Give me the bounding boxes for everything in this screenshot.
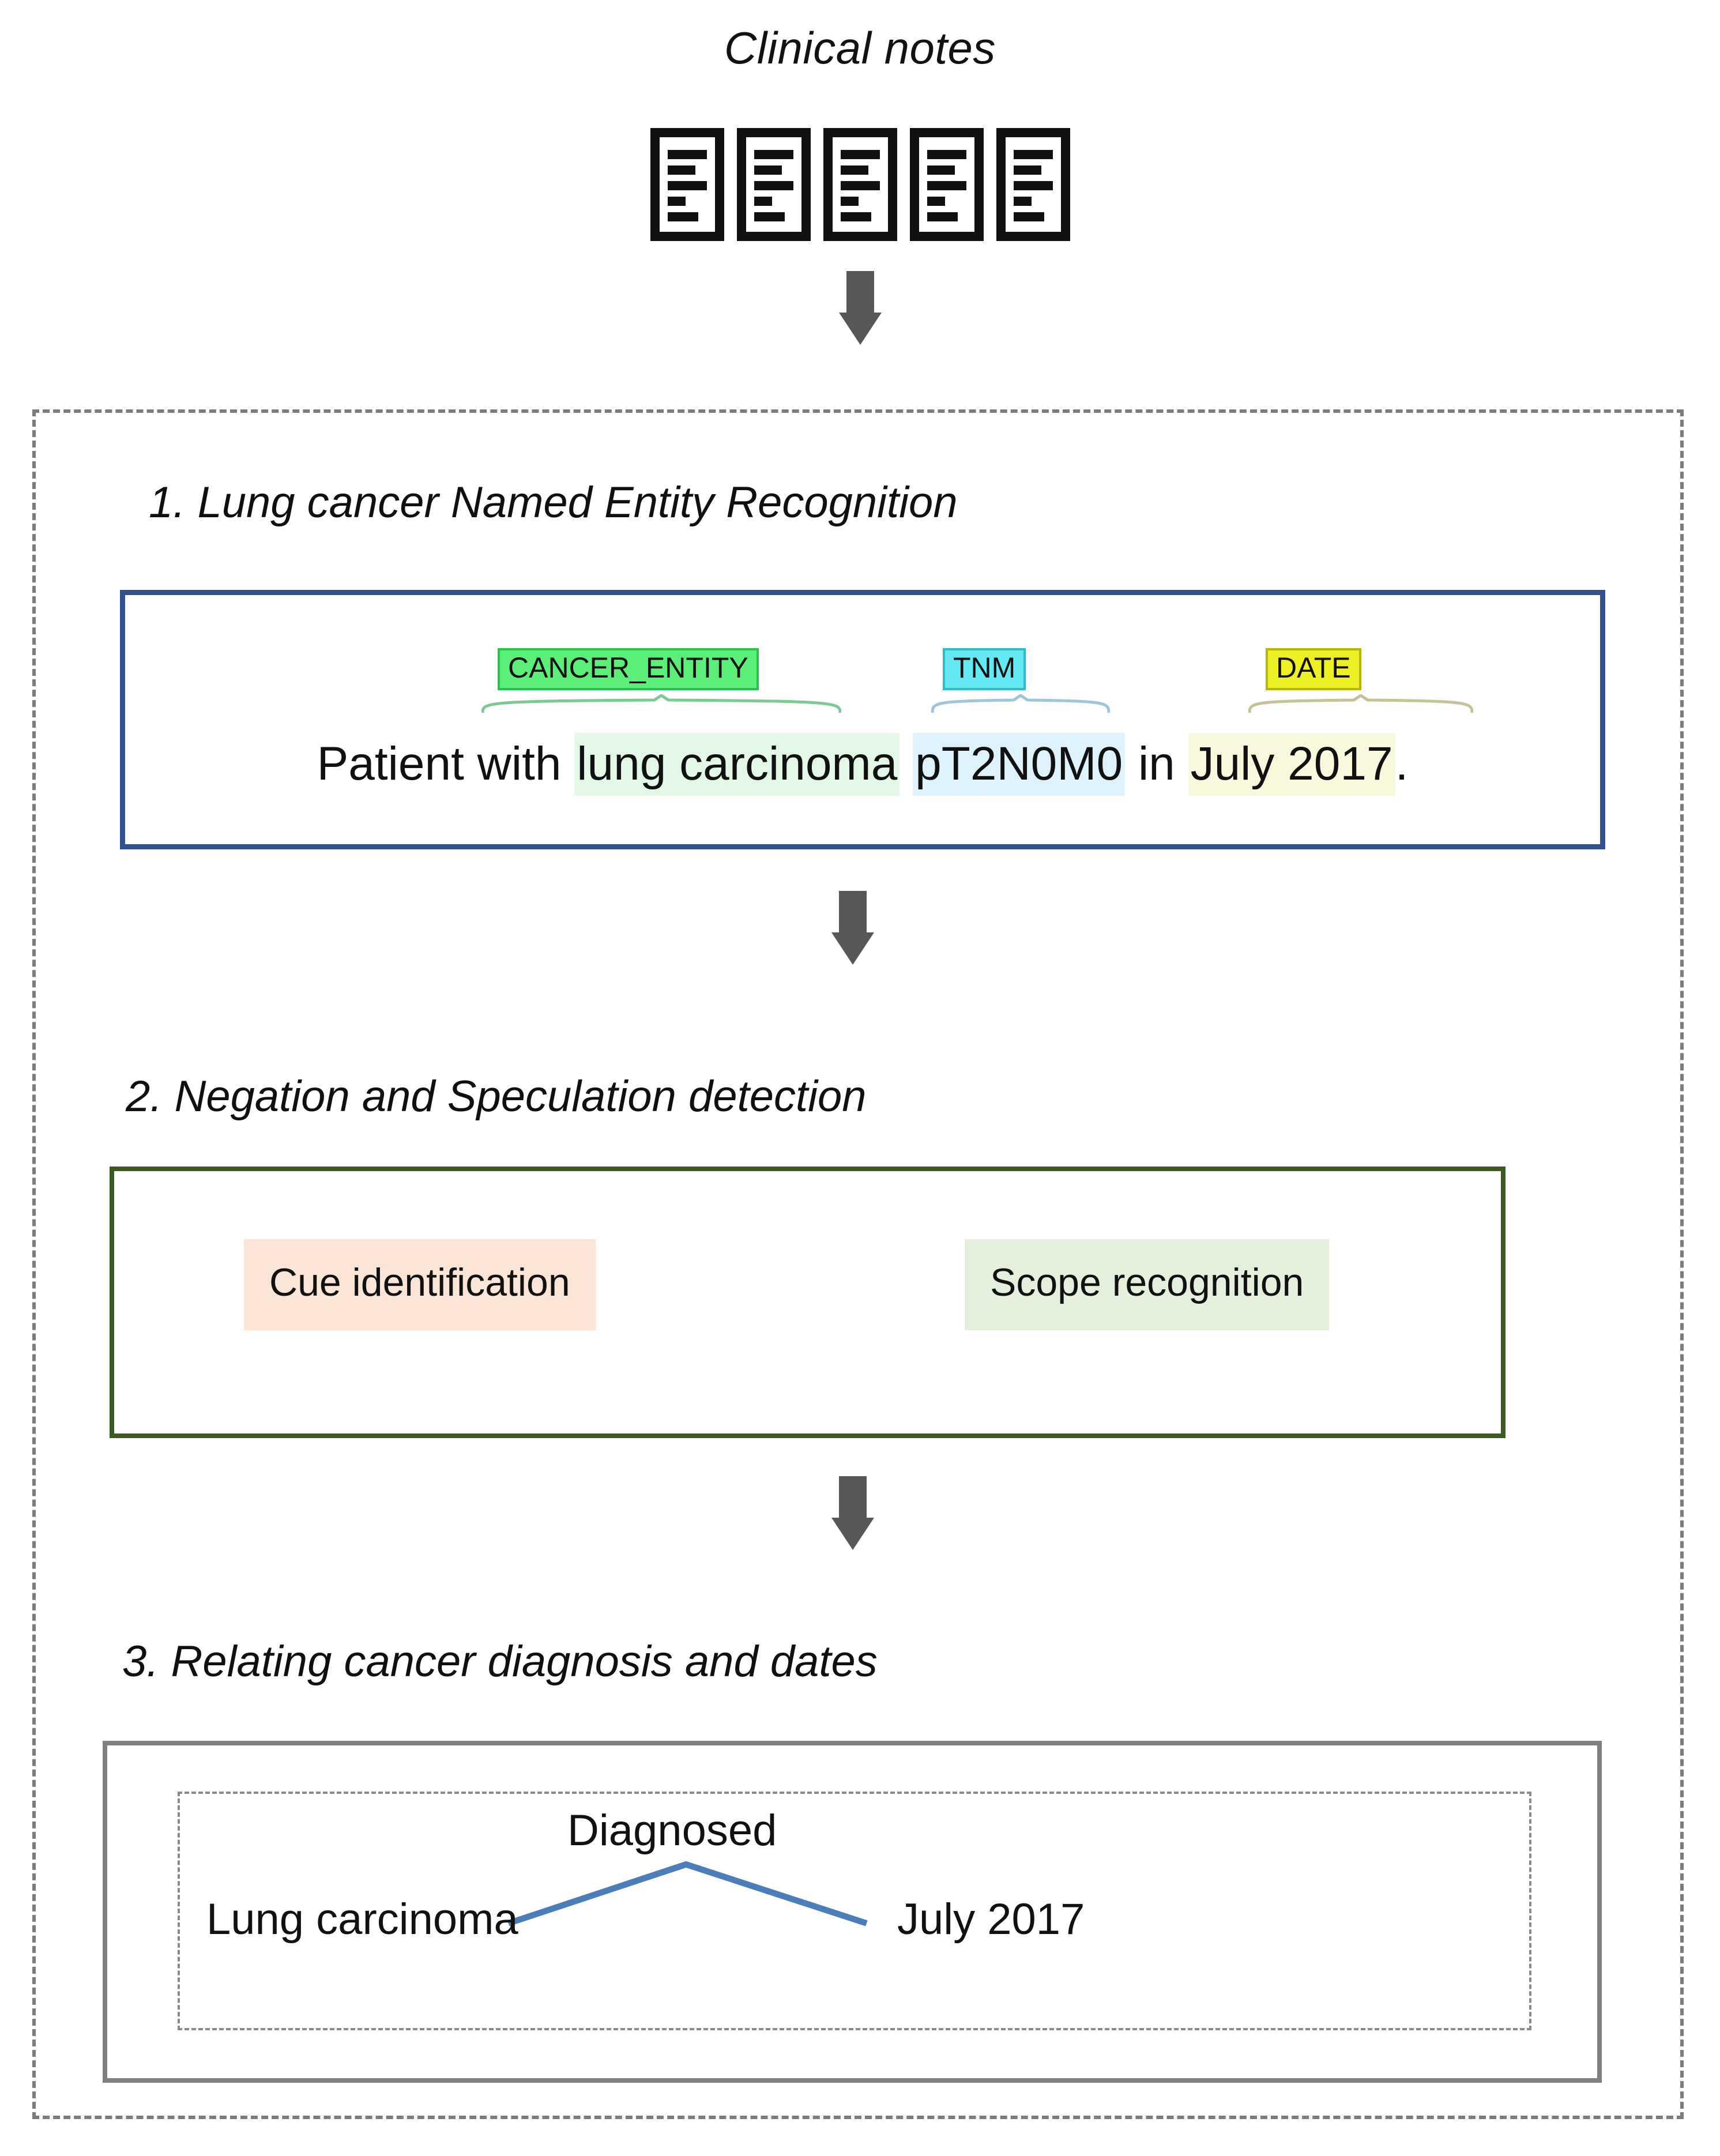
relation-inner-dashed-frame	[178, 1792, 1531, 2030]
brace-tnm	[931, 694, 1110, 714]
document-icon	[909, 128, 984, 241]
relation-node-left: Lung carcinoma	[206, 1895, 518, 1944]
relation-node-right: July 2017	[897, 1895, 1085, 1944]
sentence-middle: in	[1125, 738, 1188, 790]
ner-sentence: Patient with lung carcinoma pT2N0M0 in J…	[125, 733, 1600, 796]
brace-cancer-entity	[481, 694, 841, 714]
down-block-arrow-icon	[831, 891, 874, 965]
document-icon	[823, 128, 897, 241]
down-block-arrow-icon	[831, 1476, 874, 1550]
brace-date	[1248, 694, 1473, 714]
down-block-arrow-icon	[839, 271, 882, 345]
relation-box: Lung carcinoma Diagnosed July 2017	[103, 1741, 1602, 2083]
cue-identification-chip: Cue identification	[244, 1239, 596, 1330]
scope-recognition-chip: Scope recognition	[965, 1239, 1330, 1330]
sentence-prefix: Patient with	[317, 738, 575, 790]
document-icon	[650, 128, 724, 241]
sentence-span-tnm: pT2N0M0	[913, 733, 1126, 796]
step-1-heading: 1. Lung cancer Named Entity Recognition	[149, 478, 958, 527]
document-icon	[996, 128, 1070, 241]
sentence-span-cancer-entity: lung carcinoma	[574, 733, 900, 796]
entity-tag-cancer-entity: CANCER_ENTITY	[498, 648, 759, 690]
negation-speculation-box: Cue identification Scope recognition	[110, 1167, 1506, 1438]
page-title: Clinical notes	[724, 22, 996, 73]
ner-example-box: CANCER_ENTITY TNM DATE Patient with lung…	[120, 590, 1605, 849]
sentence-span-date: July 2017	[1188, 733, 1395, 796]
entity-tag-tnm: TNM	[943, 648, 1026, 690]
sentence-suffix: .	[1395, 738, 1409, 790]
pipeline-container	[32, 409, 1684, 2119]
clinical-notes-strip	[0, 128, 1720, 241]
entity-tag-date: DATE	[1266, 648, 1361, 690]
step-2-heading: 2. Negation and Speculation detection	[126, 1072, 867, 1121]
relation-node-apex: Diagnosed	[567, 1806, 777, 1855]
document-icon	[736, 128, 811, 241]
sentence-gap-1	[899, 738, 913, 790]
step-3-heading: 3. Relating cancer diagnosis and dates	[122, 1637, 878, 1686]
